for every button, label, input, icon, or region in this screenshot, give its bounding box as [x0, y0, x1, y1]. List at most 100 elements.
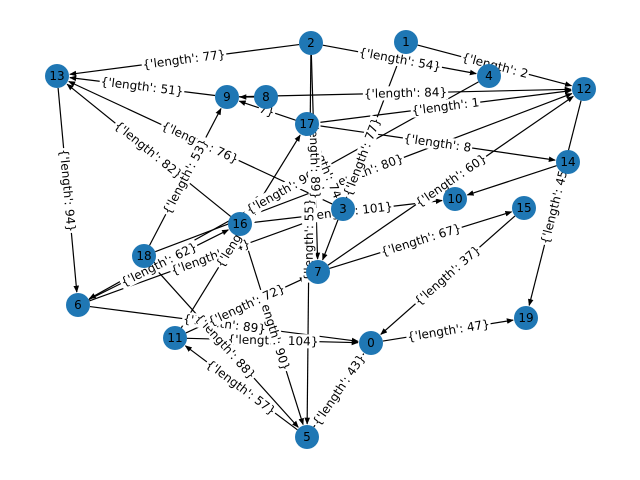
edge-label-7-15: {'length': 67} — [378, 220, 464, 260]
edge-label-text: {'length': 45} — [538, 161, 572, 245]
edge-label-18-9: {'length': 53} — [159, 135, 212, 218]
node-8: 8 — [254, 85, 278, 109]
node-circle — [306, 260, 330, 284]
node-circle — [572, 77, 596, 101]
edge-label-background — [405, 316, 492, 345]
node-circle — [45, 64, 69, 88]
node-label: 17 — [299, 117, 314, 131]
edge-label-background — [110, 117, 187, 183]
node-circle — [295, 112, 319, 136]
node-label: 7 — [314, 265, 322, 279]
edge-label-background — [459, 49, 531, 82]
node-label: 0 — [367, 336, 375, 350]
edge-label-background — [159, 135, 212, 218]
node-label: 14 — [560, 155, 575, 169]
node-label: 1 — [402, 35, 410, 49]
node-15: 15 — [512, 196, 536, 220]
node-circle — [359, 331, 383, 355]
edge-label-1-7: {'length': 77} — [340, 114, 384, 200]
edge-label-background — [309, 350, 369, 430]
edge-label-15-0: {'length': 37} — [410, 242, 485, 309]
node-5: 5 — [295, 425, 319, 449]
node-circle — [514, 306, 538, 330]
edge-label-text: {'length': 84} — [364, 85, 448, 101]
edge-label-background — [117, 239, 201, 290]
node-label: 8 — [262, 90, 270, 104]
node-label: 9 — [223, 90, 231, 104]
node-2: 2 — [299, 31, 323, 55]
edge-label-background — [356, 44, 444, 75]
edge-14-10 — [466, 165, 557, 196]
node-6: 6 — [66, 293, 90, 317]
edge-label-text: {'length': 89} — [306, 116, 323, 200]
edge-label-text: {'length': 43} — [310, 352, 368, 429]
node-11: 11 — [163, 326, 187, 350]
edge-label-0-19: {'length': 47} — [405, 316, 492, 345]
edge-label-background — [411, 150, 491, 211]
edge-label-background — [191, 310, 260, 383]
node-circle — [443, 187, 467, 211]
node-circle — [394, 30, 418, 54]
node-label: 3 — [339, 202, 347, 216]
edge-label-background — [362, 85, 449, 101]
node-circle — [228, 212, 252, 236]
node-label: 10 — [447, 192, 462, 206]
node-label: 11 — [167, 331, 182, 345]
node-circle — [331, 197, 355, 221]
node-label: 2 — [307, 36, 315, 50]
edges-layer — [57, 43, 582, 431]
edge-label-13-6: {'length': 94} — [56, 147, 79, 234]
edge-label-text: {'length': 8 — [403, 131, 472, 155]
node-12: 12 — [572, 77, 596, 101]
edge-label-background — [378, 220, 464, 260]
node-13: 13 — [45, 64, 69, 88]
edge-labels-layer: {'length': 77}{'length': 54}{'length': 2… — [56, 44, 573, 430]
node-3: 3 — [331, 197, 355, 221]
node-circle — [512, 196, 536, 220]
node-label: 16 — [232, 217, 247, 231]
edge-label-text: {'length': 77} — [142, 47, 226, 72]
node-label: 13 — [49, 69, 64, 83]
edge-label-background — [340, 114, 384, 200]
node-label: 18 — [136, 249, 151, 263]
node-label: 12 — [576, 82, 591, 96]
node-circle — [477, 64, 501, 88]
node-label: 6 — [74, 298, 82, 312]
edge-label-background — [537, 160, 573, 247]
edge-label-background — [401, 131, 474, 155]
edge-label-9-12: {'length': 84} — [362, 85, 449, 101]
edge-label-text: {'length': 67} — [379, 221, 463, 259]
node-label: 5 — [303, 430, 311, 444]
edge-label-background — [140, 47, 228, 72]
edge-label-background — [410, 242, 485, 309]
edge-label-background — [306, 114, 323, 201]
edge-label-text: {'length': 55} — [302, 198, 317, 281]
node-circle — [295, 425, 319, 449]
edge-label-background — [321, 150, 407, 195]
node-7: 7 — [306, 260, 330, 284]
edge-label-background — [56, 147, 79, 234]
node-label: 15 — [516, 201, 531, 215]
edge-label-background — [242, 163, 325, 218]
edge-label-2-13: {'length': 77} — [140, 47, 228, 72]
edge-label-9-13: {'length': 51} — [98, 74, 186, 99]
node-circle — [66, 293, 90, 317]
node-0: 0 — [359, 331, 383, 355]
node-4: 4 — [477, 64, 501, 88]
node-10: 10 — [443, 187, 467, 211]
edge-label-text: {'length': 53} — [160, 136, 211, 216]
edge-label-text: {'length': 37} — [412, 243, 484, 309]
node-17: 17 — [295, 112, 319, 136]
edge-label-background — [204, 280, 289, 330]
edge-label-2-7: {'length': 89} — [306, 114, 323, 201]
node-circle — [163, 326, 187, 350]
edge-label-text: {'length': 47} — [406, 317, 490, 344]
node-9: 9 — [215, 85, 239, 109]
node-18: 18 — [132, 244, 156, 268]
node-label: 19 — [518, 311, 533, 325]
node-14: 14 — [556, 150, 580, 174]
node-circle — [215, 85, 239, 109]
